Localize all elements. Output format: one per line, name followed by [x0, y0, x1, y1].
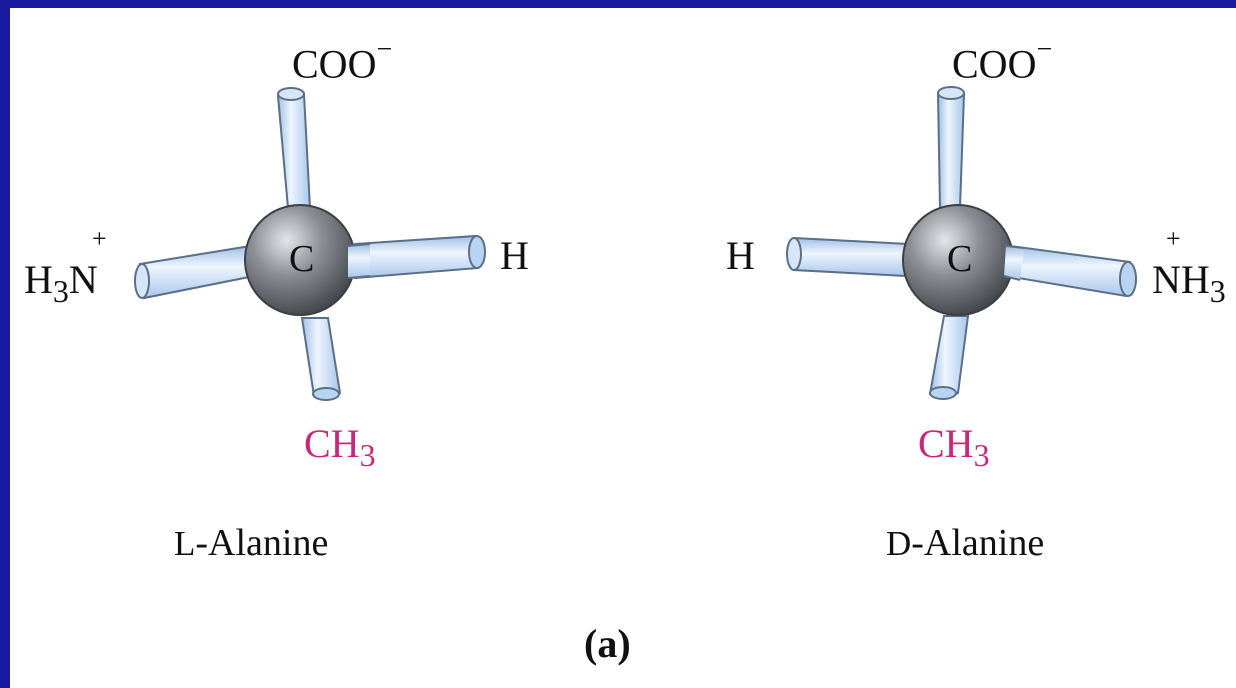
figure-panel: COO− C + H3N H CH3 L-Alanine COO− C H + …: [10, 8, 1236, 688]
figure-caption: (a): [584, 621, 631, 666]
d-right-label: NH3: [1152, 257, 1226, 309]
l-left-label: H3N: [24, 257, 98, 309]
l-bond-left: [138, 244, 256, 300]
d-left-label: H: [726, 233, 755, 278]
l-alanine-model: [134, 87, 486, 401]
l-molecule-name: L-Alanine: [174, 522, 329, 564]
d-bottom-label: CH3: [918, 421, 990, 473]
d-molecule-name: D-Alanine: [886, 522, 1045, 564]
l-bond-bottom: [300, 317, 342, 399]
l-top-label: COO−: [292, 34, 393, 87]
d-right-charge: +: [1166, 224, 1181, 253]
d-top-label: COO−: [952, 34, 1053, 87]
d-center-label: C: [947, 238, 973, 280]
l-bond-top: [276, 90, 312, 209]
d-bond-right: [1004, 244, 1132, 298]
l-right-label: H: [500, 233, 529, 278]
d-bond-top: [936, 90, 966, 209]
l-center-label: C: [289, 238, 315, 280]
d-bond-left: [793, 236, 910, 278]
d-alanine-model: [786, 86, 1137, 400]
stereo-diagram: [134, 86, 1137, 401]
l-bond-right: [354, 234, 480, 280]
l-left-charge: +: [92, 224, 107, 253]
d-bond-bottom: [928, 315, 970, 398]
l-bottom-label: CH3: [304, 421, 376, 473]
